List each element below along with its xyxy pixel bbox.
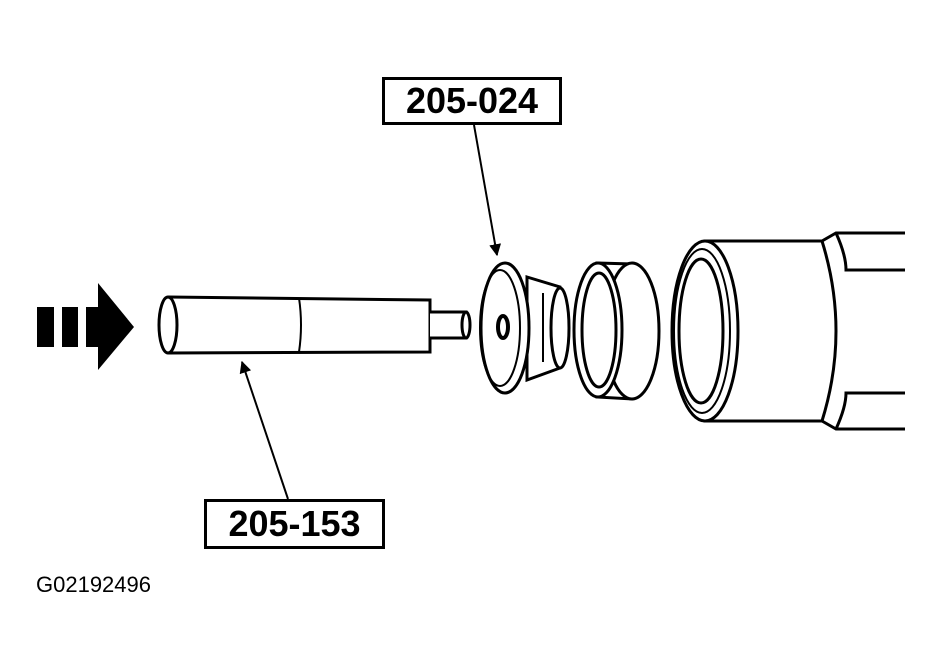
- leader-arrow-205-024: [473, 124, 502, 257]
- housing-bore: [670, 231, 905, 431]
- direction-arrow-icon: [37, 283, 134, 370]
- seal-ring: [572, 261, 661, 401]
- installer-tool-205-024: [479, 261, 571, 395]
- handle-tool-205-153: [157, 295, 472, 355]
- callout-205-024: 205-024: [382, 77, 562, 125]
- figure-id: G02192496: [36, 572, 151, 597]
- callout-205-153: 205-153: [204, 499, 385, 549]
- leader-arrow-205-153: [239, 360, 289, 500]
